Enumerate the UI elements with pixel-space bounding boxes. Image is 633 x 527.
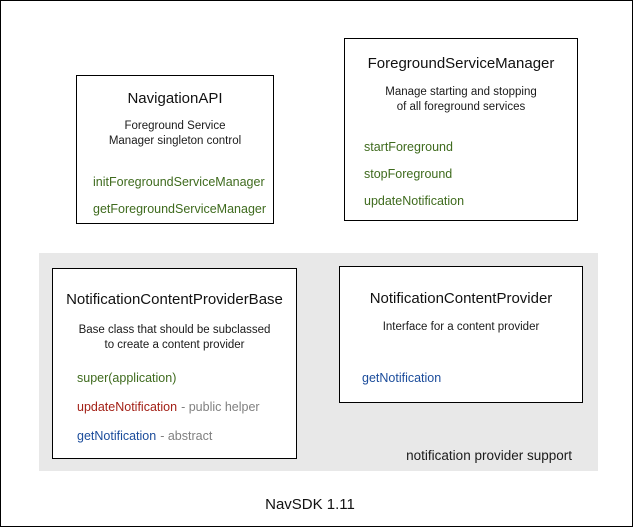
method-list: getNotification bbox=[340, 371, 582, 386]
class-description: Base class that should be subclassed to … bbox=[53, 323, 296, 353]
method-super-application: super(application) bbox=[77, 371, 296, 386]
description-line: of all foreground services bbox=[396, 101, 526, 113]
method-name: initForegroundServiceManager bbox=[93, 175, 265, 189]
description-line: Manage starting and stopping bbox=[385, 86, 537, 98]
method-name: updateNotification bbox=[77, 400, 178, 414]
class-box-foreground-service-manager: ForegroundServiceManager Manage starting… bbox=[344, 38, 578, 221]
method-name: super(application) bbox=[77, 371, 177, 385]
method-name: getNotification bbox=[362, 371, 442, 385]
method-list: startForeground stopForeground updateNot… bbox=[345, 140, 577, 209]
method-initforegroundservicemanager: initForegroundServiceManager bbox=[93, 175, 273, 190]
description-line: Interface for a content provider bbox=[382, 321, 540, 333]
class-box-notification-content-provider-base: NotificationContentProviderBase Base cla… bbox=[52, 268, 297, 459]
description-line: to create a content provider bbox=[104, 339, 245, 351]
group-label: notification provider support bbox=[406, 448, 572, 463]
method-name: getForegroundServiceManager bbox=[93, 202, 267, 216]
method-name: updateNotification bbox=[364, 194, 465, 208]
class-box-navigation-api: NavigationAPI Foreground Service Manager… bbox=[76, 75, 274, 224]
class-description: Foreground Service Manager singleton con… bbox=[77, 119, 273, 149]
method-getforegroundservicemanager: getForegroundServiceManager bbox=[93, 202, 273, 217]
description-line: Manager singleton control bbox=[108, 135, 242, 147]
method-getnotification: getNotification- abstract bbox=[77, 429, 296, 444]
method-name: getNotification bbox=[77, 429, 157, 443]
method-stopforeground: stopForeground bbox=[364, 167, 577, 182]
method-annotation: - abstract bbox=[160, 429, 213, 443]
method-updatenotification: updateNotification bbox=[364, 194, 577, 209]
method-name: stopForeground bbox=[364, 167, 453, 181]
class-title-navigation-api: NavigationAPI bbox=[127, 90, 223, 107]
method-annotation: - public helper bbox=[181, 400, 260, 414]
method-list: super(application) updateNotification- p… bbox=[53, 371, 296, 444]
method-startforeground: startForeground bbox=[364, 140, 577, 155]
method-name: startForeground bbox=[364, 140, 453, 154]
method-getnotification: getNotification bbox=[362, 371, 582, 386]
class-title-notification-content-provider-base: NotificationContentProviderBase bbox=[66, 291, 283, 308]
class-description: Manage starting and stopping of all fore… bbox=[345, 85, 577, 115]
class-title-foreground-service-manager: ForegroundServiceManager bbox=[367, 55, 555, 72]
class-box-notification-content-provider: NotificationContentProvider Interface fo… bbox=[339, 266, 583, 403]
class-title-notification-content-provider: NotificationContentProvider bbox=[369, 290, 553, 307]
class-description: Interface for a content provider bbox=[340, 320, 582, 335]
diagram-caption: NavSDK 1.11 bbox=[265, 496, 355, 513]
method-list: initForegroundServiceManager getForegrou… bbox=[77, 175, 273, 217]
description-line: Foreground Service bbox=[124, 120, 226, 132]
method-updatenotification: updateNotification- public helper bbox=[77, 400, 296, 415]
description-line: Base class that should be subclassed bbox=[78, 324, 271, 336]
